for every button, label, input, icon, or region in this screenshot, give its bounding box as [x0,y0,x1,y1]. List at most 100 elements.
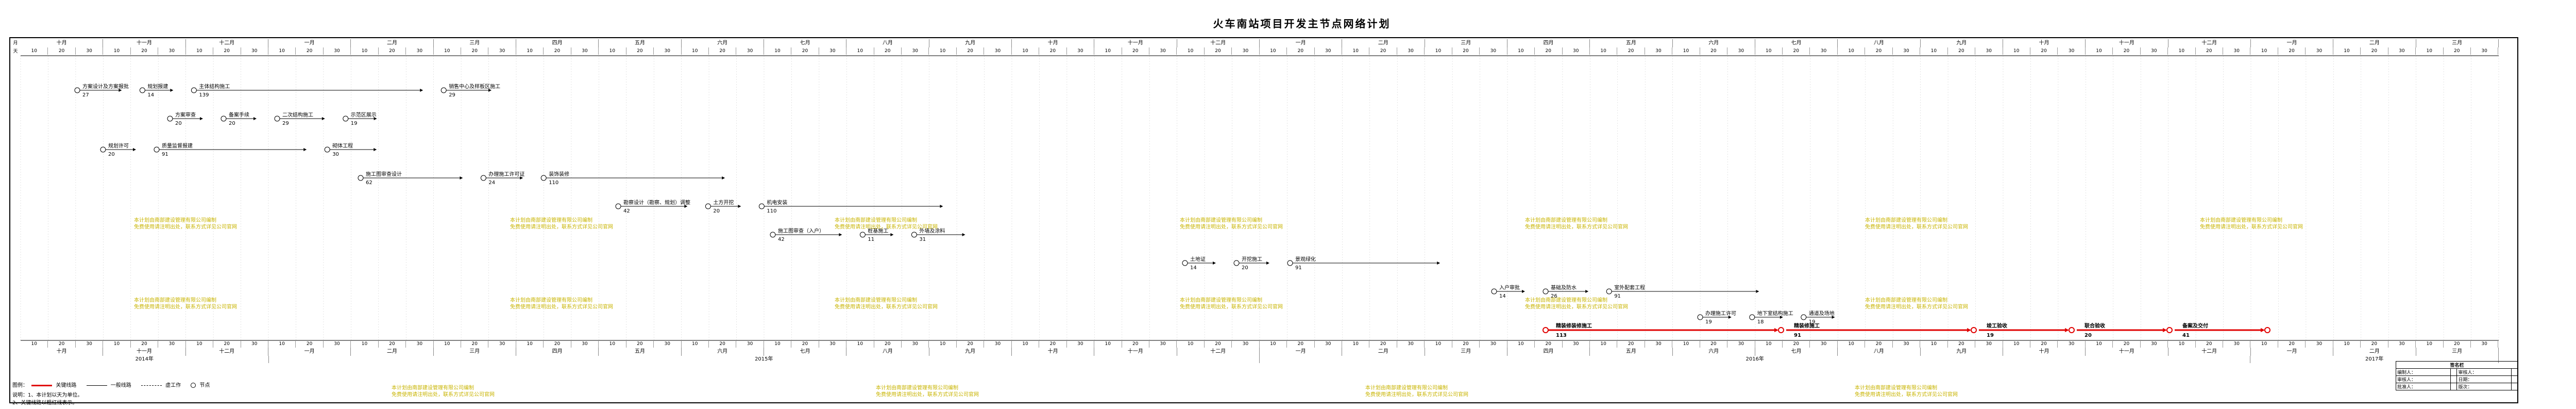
day-cell: 10 [1342,47,1370,55]
month-cell: 一月 [268,348,351,356]
day-row-label: 天 [13,49,18,54]
day-cell: 30 [1480,340,1507,348]
day-cell: 20 [874,47,902,55]
day-cell: 10 [268,340,296,348]
day-cell: 10 [2086,340,2113,348]
day-cell: 10 [516,47,544,55]
day-cell: 30 [902,47,929,55]
day-cell: 10 [1507,47,1535,55]
month-cell: 五月 [599,348,682,356]
page-title: 火车南站项目开发主节点网络计划 [1213,18,1391,30]
day-cell: 30 [406,340,434,348]
day-cell: 20 [379,47,406,55]
day-cell: 10 [1838,47,1866,55]
day-cell: 20 [131,47,159,55]
legend-note-1: 说明：1、本计划以天为单位。 [12,392,83,398]
day-cell: 10 [682,47,709,55]
day-cell: 30 [654,47,682,55]
day-cell: 10 [2168,340,2196,348]
day-cell: 10 [2250,340,2278,348]
month-cell: 七月 [764,39,847,47]
month-cell: 三月 [434,348,516,356]
legend-dummy-line [141,385,162,386]
sig-cell [2511,383,2518,390]
day-cell: 10 [1425,340,1452,348]
legend-note-2: 2、关键线路以粗红线表示。 [12,400,78,406]
month-cell: 二月 [2333,39,2416,47]
month-cell: 六月 [1673,348,1755,356]
day-cell: 20 [296,47,324,55]
day-cell: 20 [2361,340,2388,348]
month-cell: 十月 [1012,39,1095,47]
day-cell: 20 [2444,47,2471,55]
month-cell: 四月 [516,39,599,47]
month-cell: 六月 [682,39,764,47]
month-cell: 九月 [929,39,1012,47]
day-cell: 10 [103,47,131,55]
day-cell: 10 [1260,47,1287,55]
day-cell: 30 [1727,340,1755,348]
day-cell: 30 [1563,340,1590,348]
day-cell: 30 [1893,47,1921,55]
day-cell: 10 [1012,340,1040,348]
month-cell: 十一月 [103,39,186,47]
day-cell: 10 [1920,47,1948,55]
day-cell: 30 [2306,340,2333,348]
day-cell: 30 [819,47,847,55]
sig-cell: 审核人： [2396,375,2451,383]
day-cell: 30 [1397,340,1425,348]
month-cell: 十二月 [186,348,268,356]
day-cell: 20 [213,47,241,55]
day-cell: 30 [406,47,434,55]
day-cell: 10 [2168,47,2196,55]
month-cell: 四月 [1507,39,1590,47]
day-cell: 10 [1177,340,1205,348]
day-cell: 10 [2416,47,2444,55]
sig-cell: 版次： [2456,383,2512,390]
month-cell: 十一月 [1094,348,1177,356]
day-cell: 20 [461,340,489,348]
day-cell: 10 [2333,340,2361,348]
day-cell: 30 [2058,340,2086,348]
day-cell: 20 [1205,340,1232,348]
day-cell: 30 [2141,340,2168,348]
day-cell: 30 [736,47,764,55]
day-cell: 20 [1369,340,1397,348]
month-cell: 十一月 [1094,39,1177,47]
month-cell: 二月 [1342,348,1425,356]
day-cell: 20 [957,340,985,348]
month-cell: 十月 [2003,39,2086,47]
day-cell: 20 [1783,47,1810,55]
month-cell: 九月 [1921,348,2003,356]
day-cell: 10 [1342,340,1370,348]
month-cell: 十月 [2003,348,2086,356]
day-cell: 20 [2361,47,2388,55]
day-cell: 20 [1452,47,1480,55]
sig-cell: 审核人： [2456,368,2512,376]
day-cell: 30 [1397,47,1425,55]
day-cell: 30 [2223,340,2251,348]
day-cell: 30 [984,340,1012,348]
day-cell: 10 [599,340,626,348]
month-cell: 五月 [1590,348,1673,356]
legend-dummy-label: 虚工作 [165,383,181,388]
legend: 图例： 关键线路 一般线路 虚工作 节点 说明：1、本计划以天为单位。 2、关键… [12,381,210,406]
month-cell: 八月 [1838,348,1921,356]
legend-critical-label: 关键线路 [56,383,77,388]
day-cell: 10 [103,340,131,348]
day-cell: 30 [1480,47,1507,55]
day-cell: 30 [984,47,1012,55]
day-cell: 20 [1535,47,1563,55]
month-cell: 六月 [1673,39,1755,47]
month-cell: 三月 [1425,348,1507,356]
month-cell: 十二月 [1177,39,1260,47]
day-cell: 20 [2030,340,2058,348]
month-cell: 七月 [1755,39,1838,47]
day-cell: 30 [488,340,516,348]
day-cell: 10 [1590,340,1618,348]
month-cell: 六月 [682,348,764,356]
day-cell: 10 [351,47,379,55]
day-cell: 20 [2113,47,2141,55]
day-cell: 30 [1149,47,1177,55]
